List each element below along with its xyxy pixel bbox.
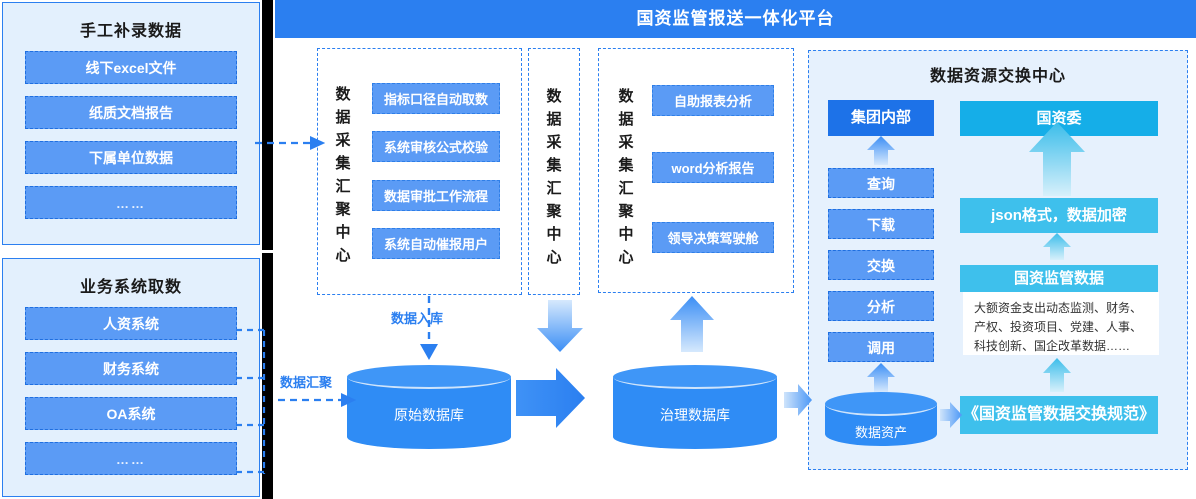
group-analysis-vertical-label: 数据采集汇聚中心	[618, 88, 634, 266]
regulatory-data-description: 大额资金支出动态监测、财务、产权、投资项目、党建、人事、科技创新、国企改革数据……	[963, 292, 1159, 355]
cylinder-label: 原始数据库	[394, 407, 464, 423]
cylinder-governed-database: 治理数据库	[613, 365, 777, 449]
exchange-center-title: 数据资源交换中心	[929, 68, 1066, 85]
cylinder-raw-database: 原始数据库	[347, 365, 511, 449]
op-query[interactable]: 查询	[828, 168, 934, 198]
label-data-ingest: 数据入库	[391, 311, 444, 326]
list-item[interactable]: 人资系统	[25, 307, 237, 340]
box-sasac[interactable]: 国资委	[960, 101, 1158, 136]
op-invoke[interactable]: 调用	[828, 332, 934, 362]
group-data-analysis	[598, 48, 794, 293]
group-data-collection-middle	[528, 48, 580, 295]
op-exchange[interactable]: 交换	[828, 250, 934, 280]
op-analysis[interactable]: 分析	[828, 291, 934, 321]
page-title: 国资监管报送一体化平台	[636, 9, 835, 28]
divider-bar-top	[262, 0, 273, 250]
collection-item-1[interactable]: 指标口径自动取数	[372, 83, 500, 114]
collection-item-2[interactable]: 系统审核公式校验	[372, 131, 500, 162]
analysis-item-2[interactable]: word分析报告	[652, 152, 774, 183]
panel-business-items: 人资系统 财务系统 OA系统 ……	[25, 307, 237, 475]
list-item[interactable]: OA系统	[25, 397, 237, 430]
analysis-item-1[interactable]: 自助报表分析	[652, 85, 774, 116]
collection-item-4[interactable]: 系统自动催报用户	[372, 228, 500, 259]
cylinder-label: 治理数据库	[660, 407, 730, 423]
platform-header: 国资监管报送一体化平台	[275, 0, 1196, 38]
list-item[interactable]: ……	[25, 442, 237, 475]
list-item[interactable]: 纸质文档报告	[25, 96, 237, 129]
list-item[interactable]: 财务系统	[25, 352, 237, 385]
panel-business-systems: 业务系统取数 人资系统 财务系统 OA系统 ……	[2, 258, 260, 497]
panel-manual-entry: 手工补录数据 线下excel文件 纸质文档报告 下属单位数据 ……	[2, 2, 260, 245]
analysis-item-3[interactable]: 领导决策驾驶舱	[652, 222, 774, 253]
cylinder-label: 数据资产	[854, 425, 907, 440]
cylinder-data-asset: 数据资产	[825, 392, 937, 446]
label-data-aggregate: 数据汇聚	[280, 375, 333, 390]
panel-manual-items: 线下excel文件 纸质文档报告 下属单位数据 ……	[25, 51, 237, 219]
group-collection-vertical-label: 数据采集汇聚中心	[335, 86, 351, 264]
box-json-encryption[interactable]: json格式，数据加密	[960, 198, 1158, 233]
cylinder-top	[613, 365, 777, 389]
list-item[interactable]: ……	[25, 186, 237, 219]
panel-manual-title: 手工补录数据	[79, 23, 182, 40]
divider-bar-bottom	[262, 253, 273, 499]
box-group-internal[interactable]: 集团内部	[828, 100, 934, 136]
collection-item-3[interactable]: 数据审批工作流程	[372, 180, 500, 211]
label-report-upward: 上报	[1051, 149, 1063, 175]
box-regulatory-data-title[interactable]: 国资监管数据	[960, 265, 1158, 292]
list-item[interactable]: 下属单位数据	[25, 141, 237, 174]
panel-business-title: 业务系统取数	[79, 279, 182, 296]
eft-label: EFT	[520, 385, 556, 406]
op-download[interactable]: 下载	[828, 209, 934, 239]
cylinder-top	[347, 365, 511, 389]
list-item[interactable]: 线下excel文件	[25, 51, 237, 84]
group-middle-vertical-label: 数据采集汇聚中心	[546, 88, 562, 266]
cylinder-top	[825, 392, 937, 416]
box-exchange-spec[interactable]: 《国资监管数据交换规范》	[960, 396, 1158, 434]
group-data-collection	[317, 48, 522, 295]
